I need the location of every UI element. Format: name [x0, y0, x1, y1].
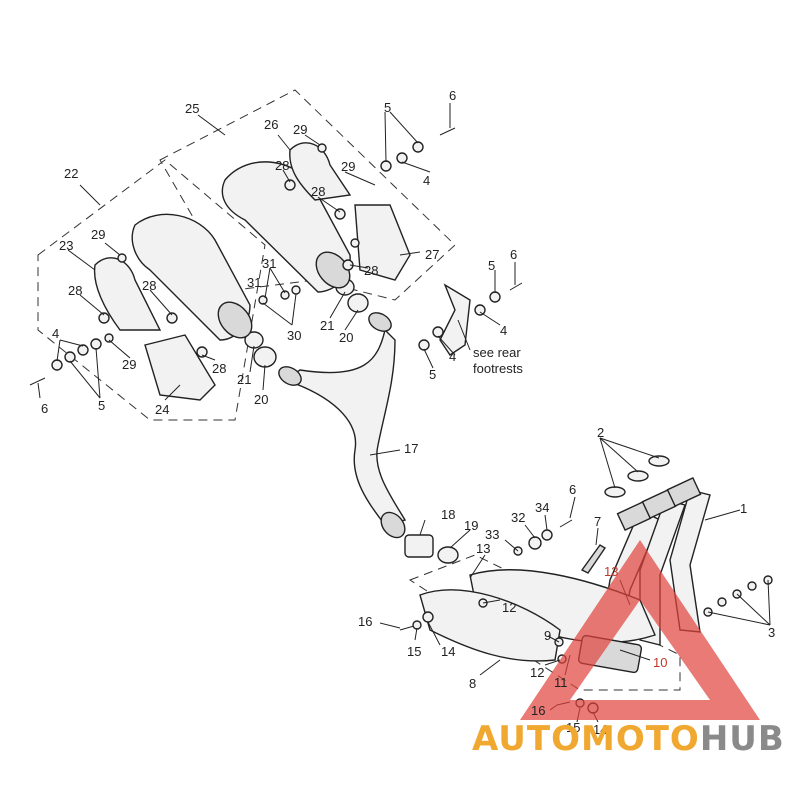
label-16: 16: [358, 614, 372, 629]
label-18: 18: [441, 507, 455, 522]
watermark-triangle: [520, 540, 760, 720]
gaskets: [604, 455, 670, 498]
clamp-20-lower: [253, 346, 277, 368]
label-28: 28: [311, 184, 325, 199]
label-5: 5: [488, 258, 495, 273]
end-cap-24: [144, 334, 216, 401]
label-33: 33: [485, 527, 499, 542]
label-5: 5: [98, 398, 105, 413]
footrest-bracket: [439, 283, 471, 356]
label-31: 31: [247, 275, 261, 290]
heat-shield-23: [93, 257, 162, 331]
label-30: 30: [287, 328, 301, 343]
label-5: 5: [429, 367, 436, 382]
lambda-sensor: [580, 544, 606, 574]
label-20: 20: [339, 330, 353, 345]
label-4: 4: [52, 326, 59, 341]
label-12: 12: [530, 665, 544, 680]
label-4: 4: [423, 173, 430, 188]
watermark-moto: MOTO: [581, 719, 700, 759]
clamp-19: [437, 546, 459, 564]
label-29: 29: [341, 159, 355, 174]
label-14: 14: [441, 644, 455, 659]
label-19: 19: [464, 518, 478, 533]
label-3: 3: [768, 625, 775, 640]
watermark-logo: AUTOMOTOHUB: [472, 719, 785, 759]
label-4: 4: [500, 323, 507, 338]
label-28: 28: [275, 158, 289, 173]
label-8: 8: [469, 676, 476, 691]
end-cap-27: [354, 204, 411, 281]
label-11: 11: [554, 675, 568, 690]
watermark-hub: HUB: [700, 719, 785, 759]
label-31: 31: [262, 256, 276, 271]
label-29: 29: [293, 122, 307, 137]
label-7: 7: [594, 514, 601, 529]
label-6: 6: [510, 247, 517, 262]
label-29: 29: [91, 227, 105, 242]
label-6: 6: [449, 88, 456, 103]
label-23: 23: [59, 238, 73, 253]
label-2: 2: [597, 425, 604, 440]
label-5: 5: [384, 100, 391, 115]
group-outline-8: [408, 554, 681, 691]
label-6: 6: [569, 482, 576, 497]
label-28: 28: [68, 283, 82, 298]
label-21: 21: [237, 372, 251, 387]
label-25: 25: [185, 101, 199, 116]
group-outline-22: [37, 159, 266, 421]
label-16: 16: [531, 703, 545, 718]
label-24: 24: [155, 402, 169, 417]
label-15: 15: [566, 720, 580, 735]
label-28: 28: [142, 278, 156, 293]
watermark-auto: AUTO: [472, 719, 581, 759]
label-22: 22: [64, 166, 78, 181]
label-27: 27: [425, 247, 439, 262]
label-14: 14: [593, 722, 607, 737]
clamp-20-upper: [347, 293, 369, 313]
label-9: 9: [544, 628, 551, 643]
label-12: 12: [502, 600, 516, 615]
label-29: 29: [122, 357, 136, 372]
label-1: 1: [740, 501, 747, 516]
link-pipe: [278, 312, 407, 539]
label-28: 28: [212, 361, 226, 376]
label-13: 13: [604, 564, 618, 579]
heat-shield-26: [289, 142, 352, 201]
svg-text:AUTOMOTOHUB: AUTOMOTOHUB: [472, 719, 785, 759]
note-see-rear: see rear: [473, 345, 521, 360]
sleeve-18: [404, 534, 434, 558]
label-32: 32: [511, 510, 525, 525]
label-13: 13: [476, 541, 490, 556]
label-15: 15: [407, 644, 421, 659]
label-26: 26: [264, 117, 278, 132]
silencer-left: [131, 213, 253, 341]
label-34: 34: [535, 500, 549, 515]
label-21: 21: [320, 318, 334, 333]
label-6: 6: [41, 401, 48, 416]
label-17: 17: [404, 441, 418, 456]
part-labels: 1 2 3 4 4 4 4 5 5 5 5 6 6 6 6 7 8 9 10 1…: [41, 88, 775, 737]
note-footrests: footrests: [473, 361, 523, 376]
label-4: 4: [449, 349, 456, 364]
label-10: 10: [653, 655, 667, 670]
label-28: 28: [364, 263, 378, 278]
label-20: 20: [254, 392, 268, 407]
